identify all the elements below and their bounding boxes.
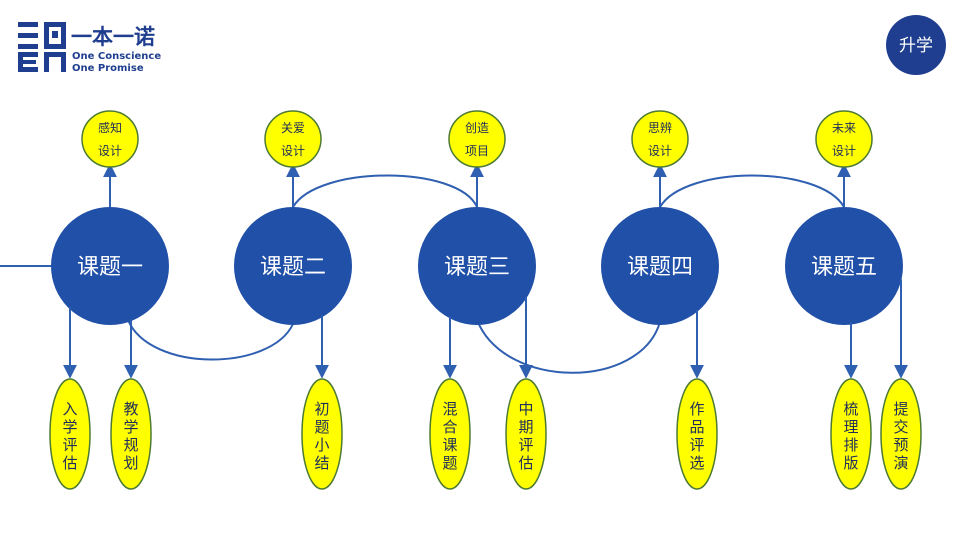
bottom-oval-char: 中 [518,400,533,418]
badge-label: 升学 [899,36,933,56]
bottom-oval-char: 预 [893,436,908,454]
top-bubble-circle [815,110,873,168]
topic-label: 课题四 [627,255,693,280]
bottom-oval-char: 混 [442,400,457,418]
bottom-oval-char: 初 [314,400,329,418]
top-bubble-label: 创造 [465,121,489,135]
bottom-oval-char: 学 [62,418,77,436]
bottom-oval-char: 选 [689,454,704,472]
badge-circle [886,15,946,75]
logo-tagline-2: One Promise [72,63,144,74]
topic-circle [601,207,719,325]
bottom-oval-shape [880,378,922,490]
topic-label: 课题一 [77,255,143,280]
bottom-oval-char: 题 [314,418,329,436]
connector-4-5 [659,174,845,208]
bottom-oval-char: 课 [442,436,457,454]
connector-3-4 [476,319,661,374]
logo-tagline-1: One Conscience [72,51,161,62]
top-bubble-label: 未来 [832,121,856,135]
top-bubble-circle [264,110,322,168]
top-bubble-circle [631,110,689,168]
top-bubble-label: 设计 [832,144,856,158]
bottom-oval-char: 学 [123,418,138,436]
topic-label: 课题五 [811,255,877,280]
level-badge: 升学 [886,15,946,75]
topic-label: 课题二 [260,255,326,280]
top-bubble-label: 感知 [98,120,122,135]
top-bubble-label: 思辨 [648,121,672,135]
connectors [127,174,845,374]
topic-circle [785,207,903,325]
bottom-oval-char: 估 [518,454,533,472]
connector-1-2 [127,319,294,361]
bottom-oval-shape [830,378,872,490]
bottom-oval-char: 结 [314,454,329,472]
topic-nodes: 感知设计课题一入学评估教学规划关爱设计课题二初题小结创造项目课题三混合课题中期评… [49,110,922,490]
top-bubble-label: 设计 [98,144,122,158]
logo-mark-icon [18,22,66,72]
bottom-oval-shape [676,378,718,490]
bottom-oval-char: 理 [843,418,858,436]
top-bubble-label: 设计 [648,144,672,158]
bottom-oval-char: 评 [689,436,704,454]
bottom-oval-char: 评 [62,436,77,454]
top-bubble-label: 设计 [281,144,305,158]
bottom-oval-char: 演 [893,454,908,472]
topic-circle [234,207,352,325]
bottom-oval-char: 品 [689,418,704,436]
bottom-oval-char: 梳 [843,400,858,418]
bottom-oval-char: 版 [843,454,858,472]
brand-logo: 一本一诺 One Conscience One Promise [18,22,161,74]
topic-circle [51,207,169,325]
connector-2-3 [292,174,478,208]
bottom-oval-char: 小 [314,436,329,454]
bottom-oval-char: 入 [62,400,77,418]
top-bubble-circle [81,110,139,168]
bottom-oval-shape [429,378,471,490]
bottom-oval-char: 交 [893,418,908,436]
bottom-oval-char: 规 [123,436,138,454]
bottom-oval-char: 估 [62,454,77,472]
bottom-oval-char: 作 [689,400,704,418]
bottom-oval-char: 合 [442,418,457,436]
bottom-oval-char: 教 [123,400,138,418]
top-bubble-circle [448,110,506,168]
bottom-oval-shape [505,378,547,490]
bottom-oval-shape [301,378,343,490]
topic-label: 课题三 [444,255,510,280]
bottom-oval-char: 提 [893,400,908,418]
bottom-oval-char: 题 [442,454,457,472]
bottom-oval-shape [49,378,91,490]
bottom-oval-char: 期 [518,418,533,436]
bottom-oval-char: 划 [123,454,138,472]
topic-circle [418,207,536,325]
logo-name: 一本一诺 [71,25,155,49]
bottom-oval-char: 排 [843,436,858,454]
top-bubble-label: 关爱 [281,121,305,135]
bottom-oval-char: 评 [518,436,533,454]
bottom-oval-shape [110,378,152,490]
top-bubble-label: 项目 [465,144,489,158]
